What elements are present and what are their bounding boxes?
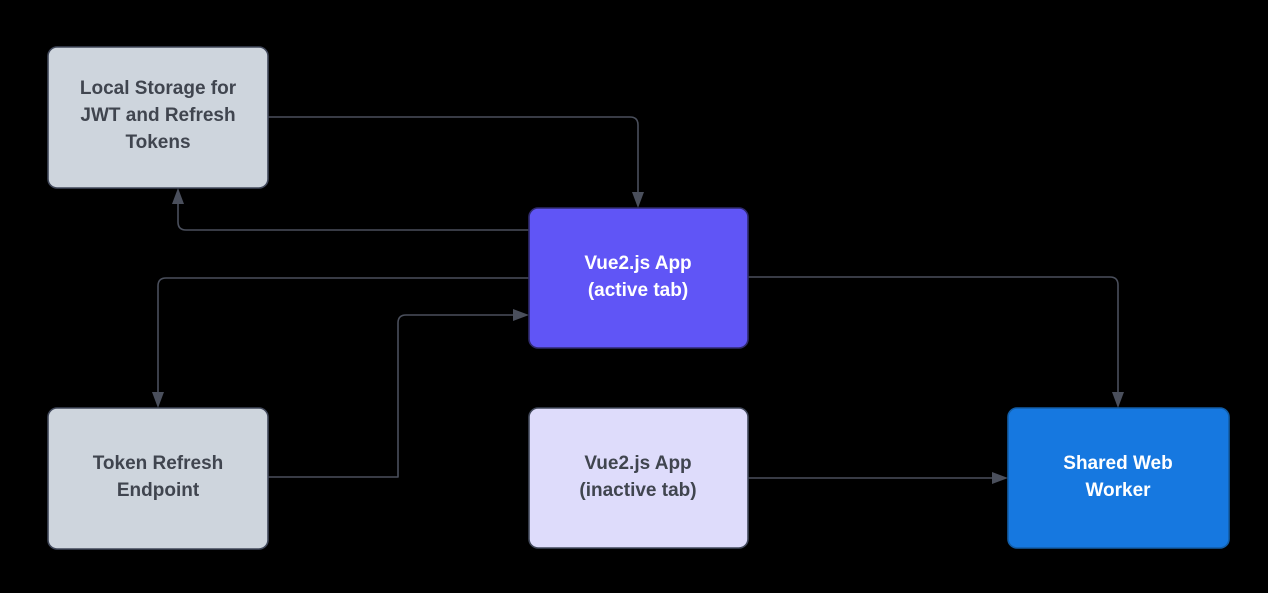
edge-vue-inactive-to-shared-worker <box>748 472 1008 484</box>
arrow-head-down-icon <box>632 192 644 208</box>
node-local-storage-label-line-3: Tokens <box>125 132 190 153</box>
node-vue-active-label-line-1: Vue2.js App <box>584 253 691 274</box>
arrow-head-down-icon <box>152 392 164 408</box>
node-shared-worker[interactable]: Shared Web Worker <box>1007 407 1230 549</box>
node-vue-inactive-label-line-2: (inactive tab) <box>579 480 696 501</box>
node-local-storage-label-line-2: JWT and Refresh <box>80 105 235 126</box>
node-local-storage[interactable]: Local Storage for JWT and Refresh Tokens <box>47 46 269 189</box>
node-local-storage-label-line-1: Local Storage for <box>80 78 237 99</box>
edge-line <box>177 200 529 231</box>
edge-vue-active-to-shared-worker <box>748 276 1124 408</box>
edge-line <box>748 276 1119 396</box>
arrow-head-right-icon <box>992 472 1008 484</box>
edge-line <box>157 277 529 396</box>
node-shared-worker-shape[interactable] <box>1007 407 1230 549</box>
node-vue-active-label-line-2: (active tab) <box>588 280 688 301</box>
node-vue-inactive-shape[interactable] <box>528 407 749 549</box>
node-local-storage-shape[interactable] <box>47 46 269 189</box>
node-vue-inactive-label-line-1: Vue2.js App <box>584 453 691 474</box>
node-vue-active[interactable]: Vue2.js App (active tab) <box>528 207 749 349</box>
edge-vue-active-to-local-storage <box>172 188 529 231</box>
edge-local-storage-to-vue-active <box>268 116 644 208</box>
arrow-head-right-icon <box>513 309 529 321</box>
edge-line <box>268 116 639 196</box>
node-shared-worker-label-line-1: Shared Web <box>1063 453 1172 474</box>
node-shared-worker-label-line-2: Worker <box>1085 480 1151 501</box>
node-token-refresh[interactable]: Token Refresh Endpoint <box>47 407 269 550</box>
edge-token-refresh-to-vue-active <box>268 309 529 478</box>
node-token-refresh-shape[interactable] <box>47 407 269 550</box>
node-vue-active-shape[interactable] <box>528 207 749 349</box>
edge-vue-active-to-token-refresh <box>152 277 529 408</box>
node-token-refresh-label-line-1: Token Refresh <box>93 453 224 474</box>
node-vue-inactive[interactable]: Vue2.js App (inactive tab) <box>528 407 749 549</box>
node-token-refresh-label-line-2: Endpoint <box>117 480 200 501</box>
edge-line <box>268 314 517 478</box>
arrow-head-down-icon <box>1112 392 1124 408</box>
arrow-head-up-icon <box>172 188 184 204</box>
